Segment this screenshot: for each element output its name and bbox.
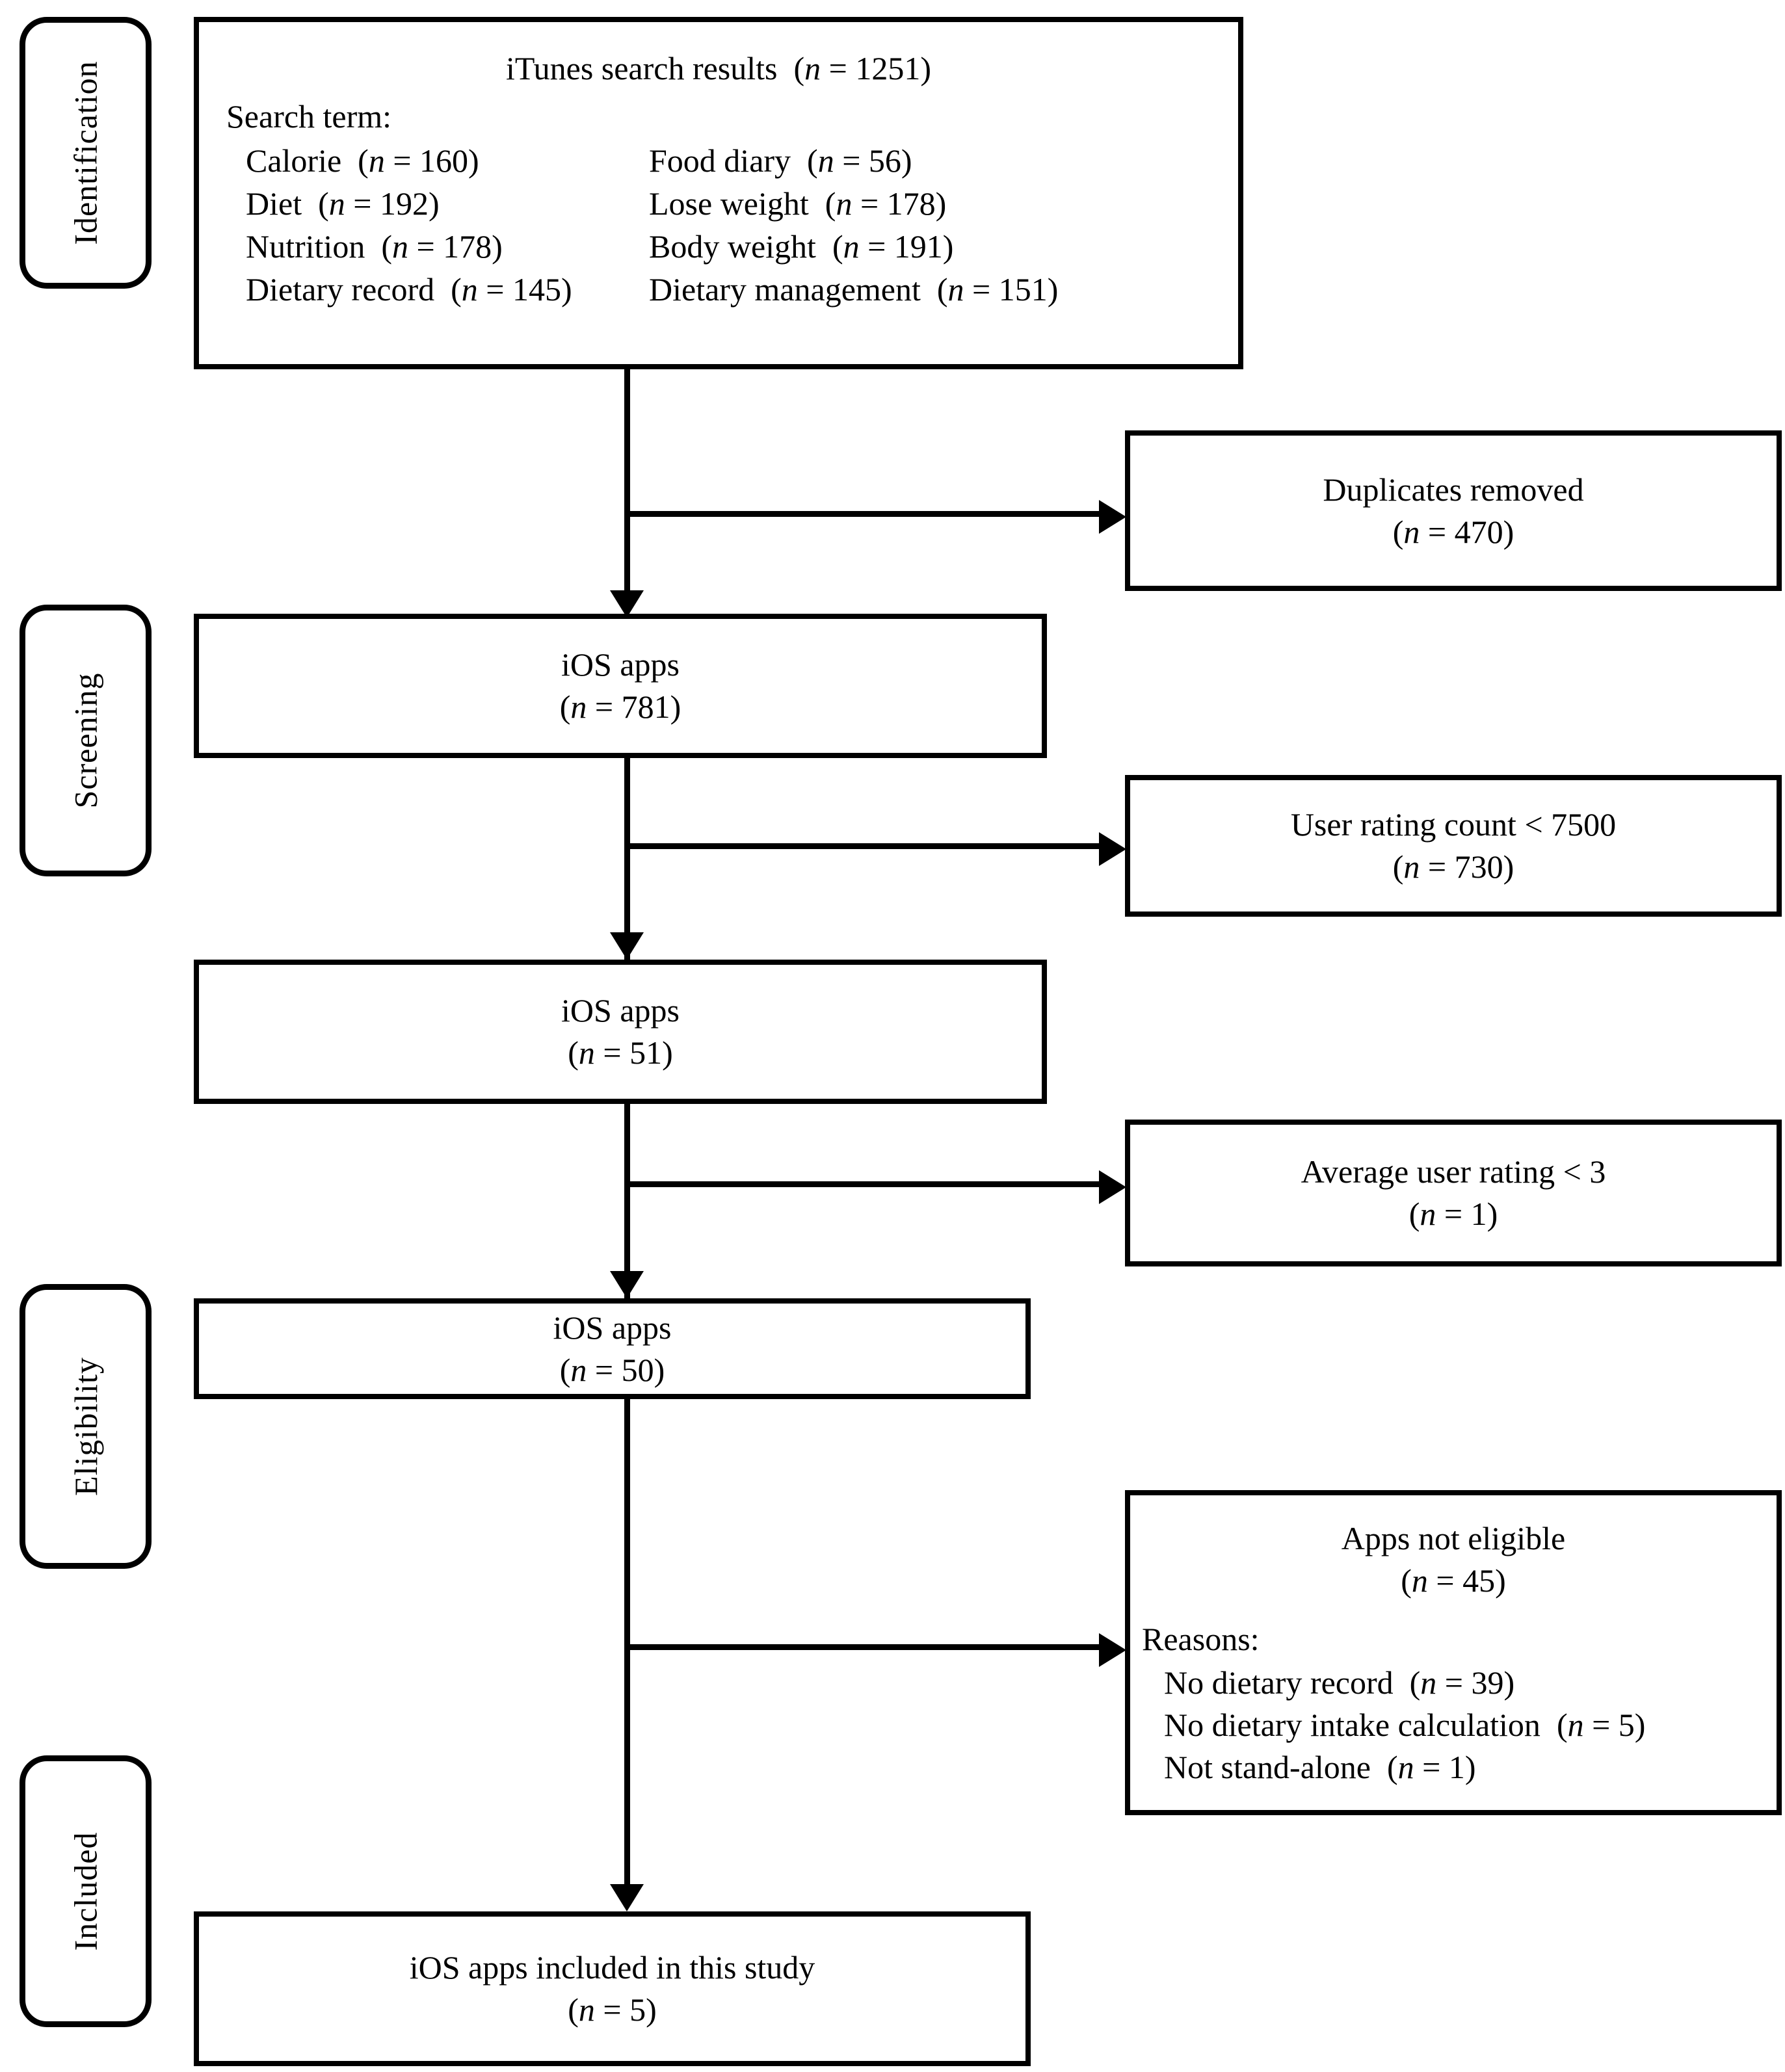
reason-no-dietary-record: No dietary record (n = 39) (1164, 1664, 1515, 1701)
user-rating-count-label: User rating count < 7500 (1290, 806, 1617, 843)
stage-label-eligibility-text: Eligibility (67, 1357, 104, 1496)
ios-apps-included-count: (n = 5) (568, 1991, 657, 2028)
search-term-body-weight: Body weight (n = 191) (649, 228, 954, 265)
arrowhead-down-2 (610, 932, 644, 960)
branch-line-average-user-rating (624, 1181, 1105, 1187)
duplicates-removed-label: Duplicates removed (1323, 471, 1584, 508)
exclusion-box-user-rating-count: User rating count < 7500 (n = 730) (1125, 775, 1782, 917)
arrowhead-down-1 (610, 590, 644, 618)
apps-not-eligible-label: Apps not eligible (1341, 1520, 1566, 1556)
apps-not-eligible-reasons-heading: Reasons: (1142, 1621, 1260, 1657)
arrowhead-right-average-user-rating (1099, 1170, 1126, 1204)
duplicates-removed-count: (n = 470) (1392, 513, 1514, 550)
flow-box-ios-apps-51: iOS apps (n = 51) (194, 960, 1047, 1104)
ios-apps-50-count: (n = 50) (559, 1351, 665, 1388)
branch-line-user-rating-count (624, 843, 1105, 849)
search-results-title: iTunes search results (n = 1251) (505, 50, 932, 86)
branch-line-duplicates (624, 511, 1105, 517)
stage-label-included-text: Included (67, 1831, 104, 1951)
flow-box-search-results: iTunes search results (n = 1251) Search … (194, 17, 1243, 369)
user-rating-count-count: (n = 730) (1392, 848, 1514, 885)
search-term-dietary-management: Dietary management (n = 151) (649, 271, 1059, 308)
stage-label-identification: Identification (20, 17, 152, 289)
ios-apps-781-count: (n = 781) (559, 688, 681, 725)
arrowhead-right-user-rating-count (1099, 832, 1126, 866)
arrowhead-right-apps-not-eligible (1099, 1633, 1126, 1667)
ios-apps-included-label: iOS apps included in this study (409, 1949, 815, 1986)
connector-line-4 (624, 1399, 630, 1901)
exclusion-box-duplicates-removed: Duplicates removed (n = 470) (1125, 430, 1782, 591)
ios-apps-781-label: iOS apps (561, 646, 680, 683)
flow-box-ios-apps-781: iOS apps (n = 781) (194, 614, 1047, 758)
ios-apps-51-label: iOS apps (561, 992, 680, 1029)
exclusion-box-average-user-rating: Average user rating < 3 (n = 1) (1125, 1120, 1782, 1266)
search-term-dietary-record: Dietary record (n = 145) (246, 271, 572, 308)
search-term-calorie: Calorie (n = 160) (246, 142, 479, 179)
connector-line-2 (624, 758, 630, 960)
exclusion-box-apps-not-eligible: Apps not eligible (n = 45) Reasons: No d… (1125, 1490, 1782, 1815)
connector-line-3 (624, 1104, 630, 1298)
search-term-nutrition: Nutrition (n = 178) (246, 228, 503, 265)
ios-apps-51-count: (n = 51) (568, 1034, 673, 1071)
ios-apps-50-label: iOS apps (553, 1309, 672, 1346)
branch-line-apps-not-eligible (624, 1644, 1105, 1650)
stage-label-screening-text: Screening (67, 672, 104, 809)
apps-not-eligible-count: (n = 45) (1401, 1562, 1506, 1599)
arrowhead-down-3 (610, 1271, 644, 1298)
connector-line-1 (624, 369, 630, 607)
search-terms-grid: Calorie (n = 160) Food diary (n = 56) Di… (246, 142, 1238, 308)
stage-label-included: Included (20, 1755, 152, 2027)
reason-no-dietary-intake-calculation: No dietary intake calculation (n = 5) (1164, 1707, 1646, 1743)
arrowhead-right-duplicates (1099, 500, 1126, 534)
search-term-heading: Search term: (226, 98, 392, 135)
stage-label-identification-text: Identification (67, 60, 104, 245)
average-user-rating-count: (n = 1) (1408, 1196, 1498, 1232)
search-term-food-diary: Food diary (n = 56) (649, 142, 912, 179)
flow-box-ios-apps-50: iOS apps (n = 50) (194, 1298, 1031, 1399)
reason-not-stand-alone: Not stand-alone (n = 1) (1164, 1749, 1476, 1785)
arrowhead-down-4 (610, 1884, 644, 1911)
stage-label-screening: Screening (20, 605, 152, 876)
average-user-rating-label: Average user rating < 3 (1301, 1153, 1606, 1190)
search-term-lose-weight: Lose weight (n = 178) (649, 185, 947, 222)
search-term-diet: Diet (n = 192) (246, 185, 440, 222)
flow-box-ios-apps-included: iOS apps included in this study (n = 5) (194, 1911, 1031, 2066)
stage-label-eligibility: Eligibility (20, 1284, 152, 1569)
